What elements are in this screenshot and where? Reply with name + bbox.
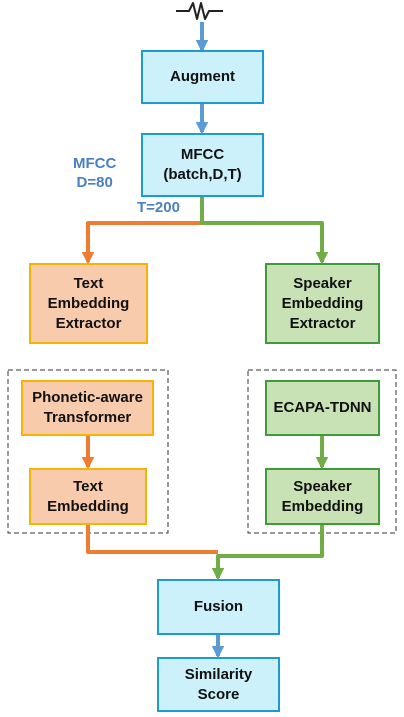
speaker-extractor-node: Speaker Embedding Extractor bbox=[265, 263, 380, 344]
text-embedding-node: Text Embedding bbox=[29, 468, 147, 525]
arrow-mfcc-to-speaker-extractor bbox=[200, 196, 329, 265]
mfcc-dims-label: MFCC D=80 bbox=[73, 155, 117, 191]
similarity-node: Similarity Score bbox=[157, 657, 280, 712]
fusion-node: Fusion bbox=[157, 579, 280, 635]
mfcc-node: MFCC (batch,D,T) bbox=[141, 133, 264, 197]
ecapa-node: ECAPA-TDNN bbox=[265, 380, 380, 436]
phonetic-transformer-node: Phonetic-aware Transformer bbox=[21, 380, 154, 436]
arrow-text-embedding-to-fusion bbox=[86, 524, 218, 554]
time-frames-label: T=200 bbox=[137, 199, 180, 216]
speaker-embedding-node: Speaker Embedding bbox=[265, 468, 380, 525]
augment-node: Augment bbox=[141, 50, 264, 104]
text-extractor-node: Text Embedding Extractor bbox=[29, 263, 148, 344]
waveform-icon bbox=[176, 2, 223, 20]
arrow-speaker-embedding-to-fusion bbox=[211, 524, 324, 581]
